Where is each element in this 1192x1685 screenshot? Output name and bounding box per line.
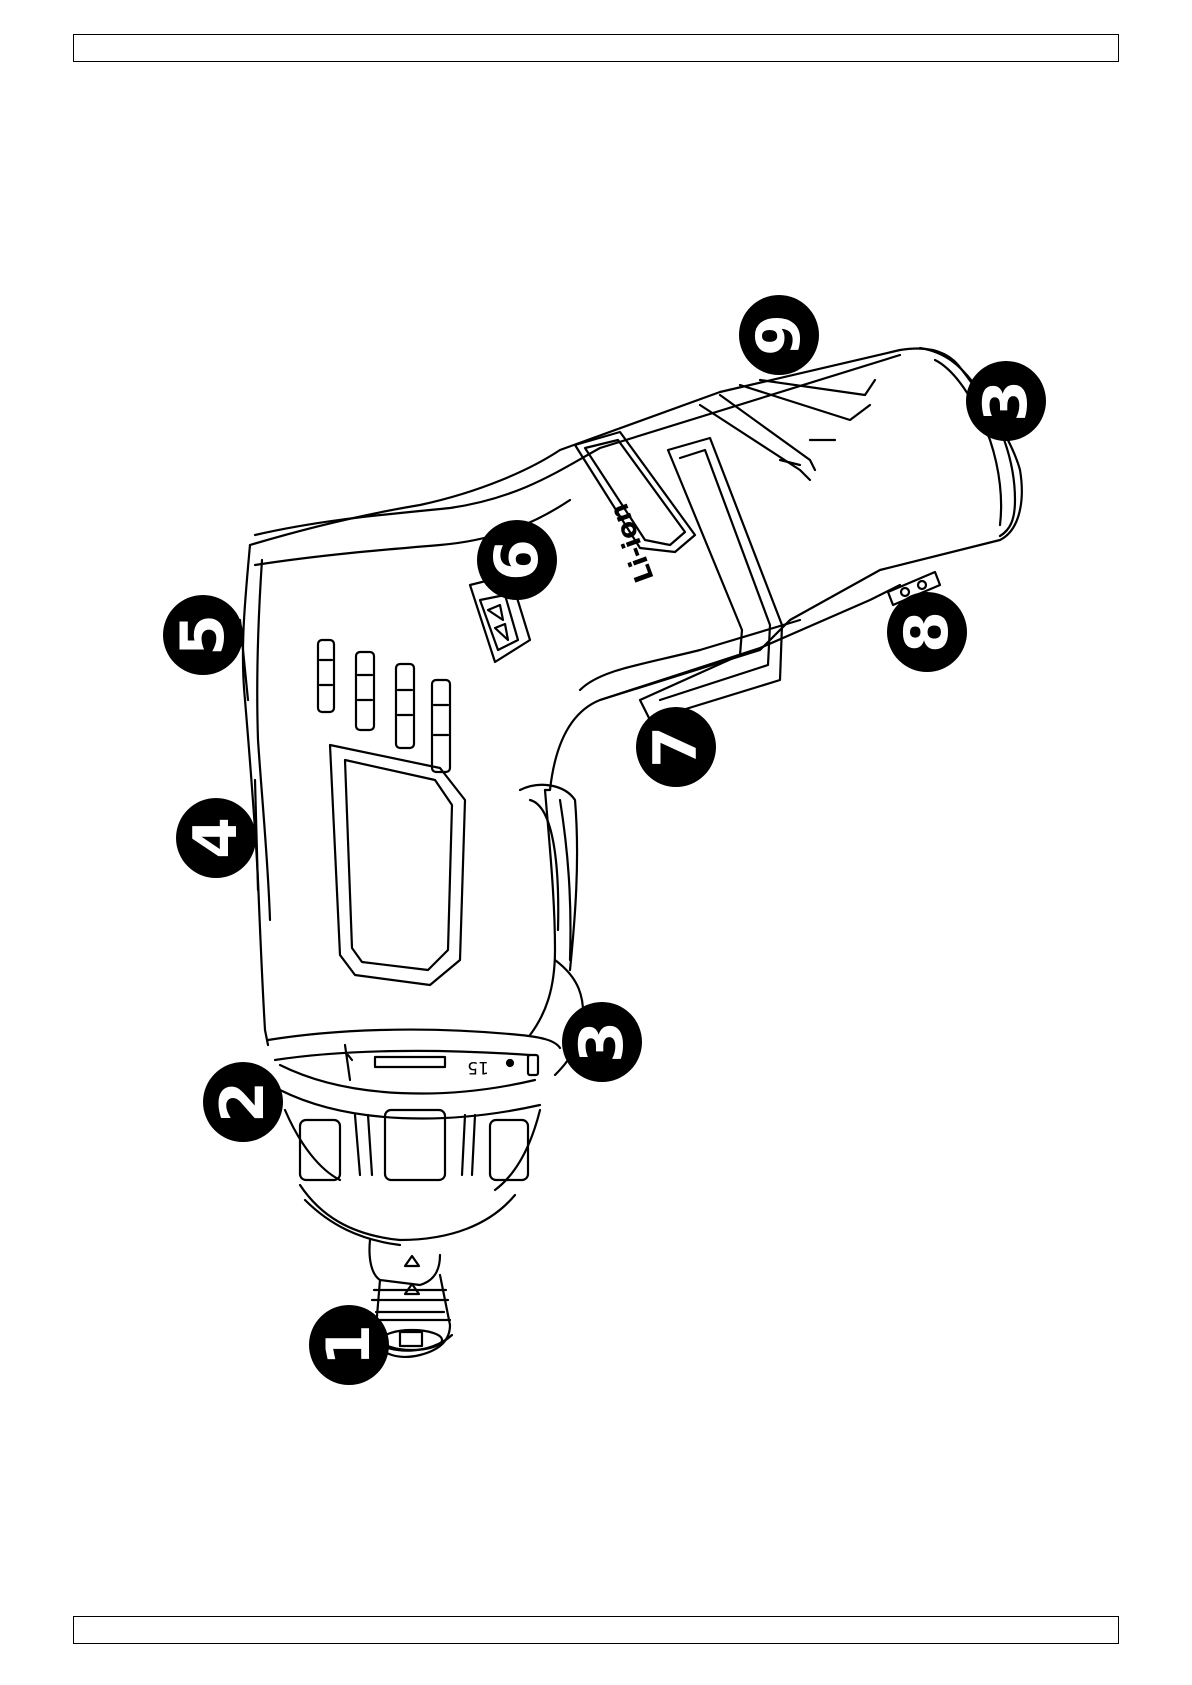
callout-label: 7 [641,726,711,768]
callout-6: 6 [477,520,557,600]
callout-9: 9 [739,295,819,375]
callout-label: 3 [971,380,1041,422]
callout-label: 1 [314,1324,384,1366]
handle-grip-panel [330,745,465,985]
callout-label: 5 [168,614,238,656]
callout-label: 6 [482,539,552,581]
torque-collar [280,1045,540,1245]
battery-grip-panel [640,438,782,720]
callout-7: 7 [636,707,716,787]
handle-body [243,545,583,1075]
callout-5: 5 [163,595,243,675]
handle-vents [318,640,450,772]
callout-label: 8 [892,611,962,653]
callout-4: 4 [176,798,256,878]
brand-label: Li-ion [604,499,660,586]
torque-scale-label: 15 [467,1057,489,1077]
callout-label: 4 [181,817,251,859]
callout-3-cap: 3 [966,361,1046,441]
callout-8: 8 [887,592,967,672]
callout-label: 2 [208,1081,278,1123]
callout-label: 3 [567,1021,637,1063]
callout-2: 2 [203,1062,283,1142]
callout-1: 1 [309,1305,389,1385]
callout-label: 9 [744,314,814,356]
grip-ribs [700,380,875,480]
callout-3-collar: 3 [562,1002,642,1082]
page-footer-box [73,1616,1119,1644]
